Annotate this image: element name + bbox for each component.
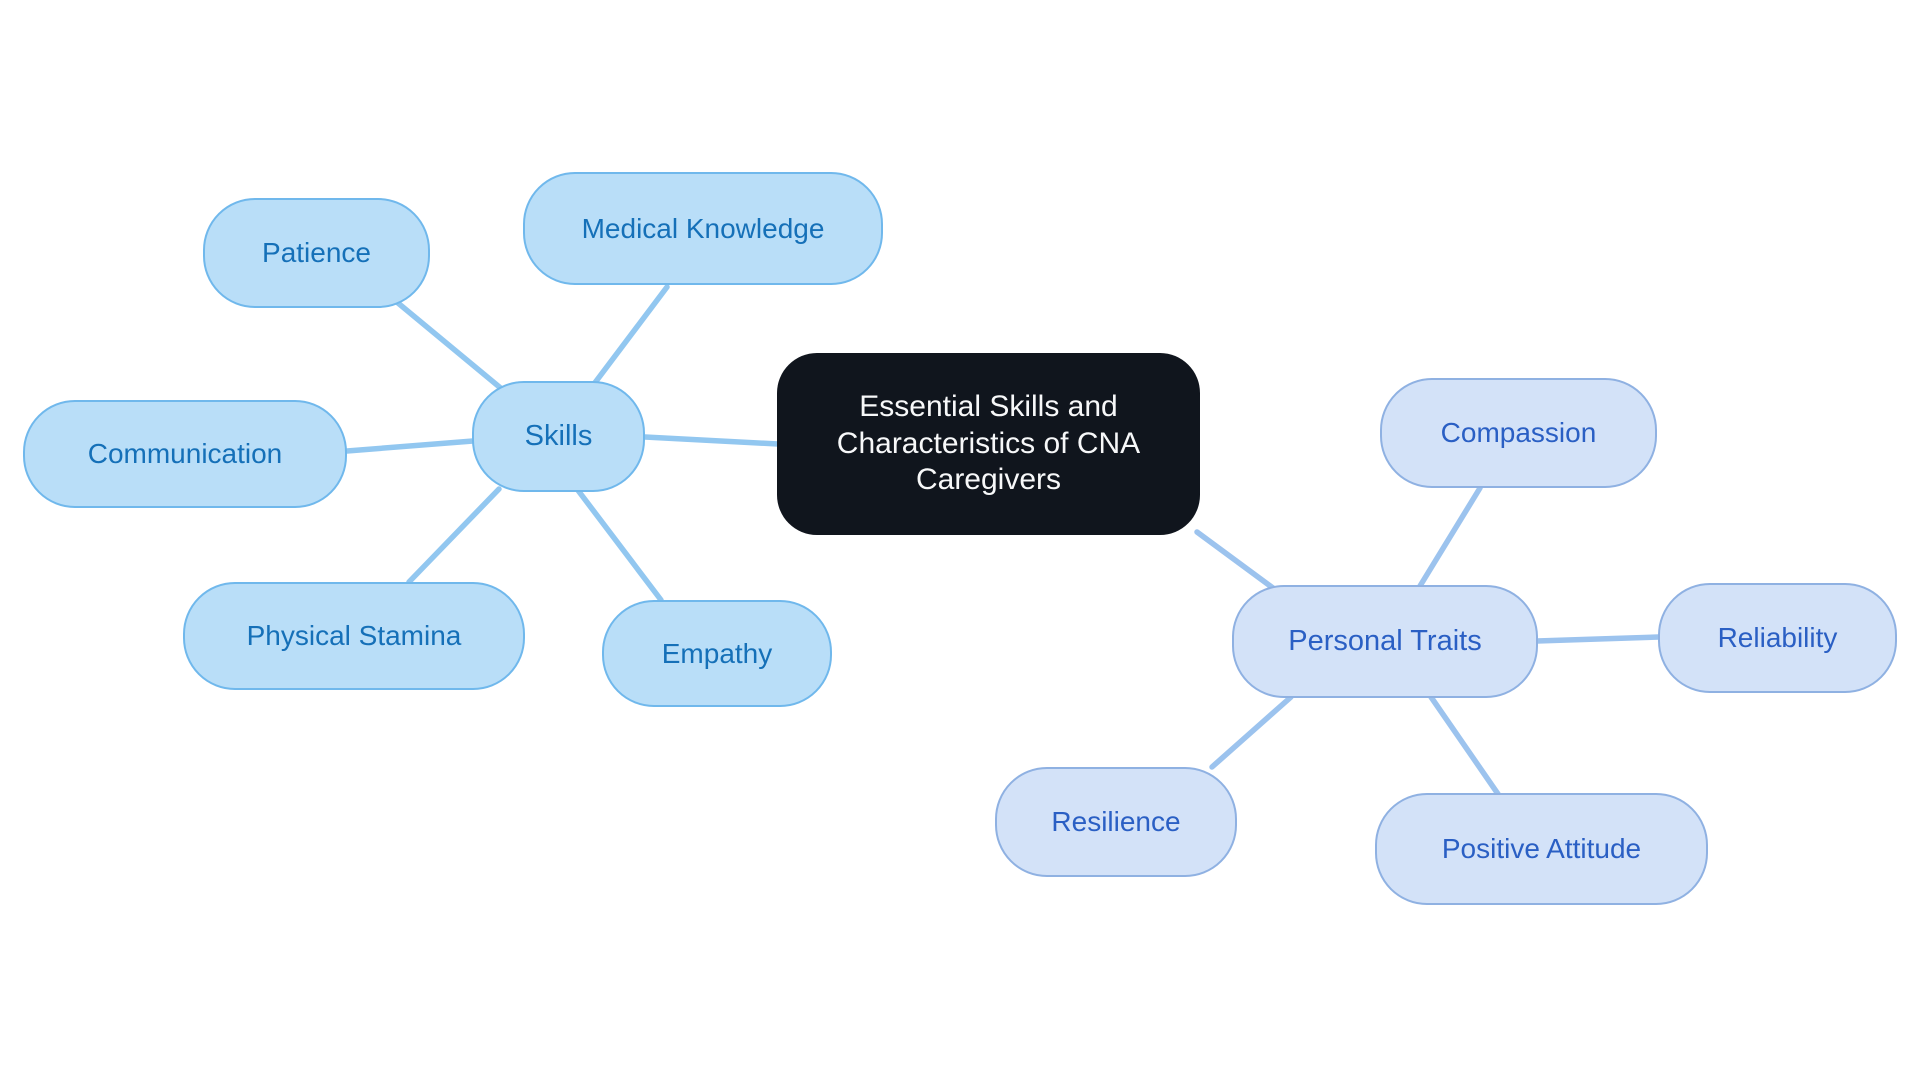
edge-skills-empathy [574, 486, 664, 603]
node-communication[interactable]: Communication [23, 400, 347, 508]
central-topic-label: Essential Skills and Characteristics of … [836, 389, 1141, 497]
patience-label: Patience [262, 237, 371, 268]
positive-attitude-label: Positive Attitude [1441, 833, 1642, 864]
node-empathy[interactable]: Empathy [602, 600, 832, 707]
node-medical-knowledge[interactable]: Medical Knowledge [523, 172, 883, 285]
physical-stamina-label: Physical Stamina [246, 620, 462, 651]
communication-label: Communication [87, 438, 283, 469]
skills-label: Skills [524, 420, 593, 452]
edge-skills-medical-knowledge [591, 284, 670, 387]
node-patience[interactable]: Patience [203, 198, 430, 308]
edge-skills-communication [344, 438, 476, 454]
edge-traits-compassion [1417, 485, 1483, 589]
node-resilience[interactable]: Resilience [995, 767, 1237, 877]
node-personal-traits[interactable]: Personal Traits [1232, 585, 1538, 698]
edge-traits-resilience [1209, 694, 1294, 770]
edge-traits-reliability [1534, 634, 1662, 644]
edge-central-skills [642, 434, 781, 447]
node-physical-stamina[interactable]: Physical Stamina [183, 582, 525, 690]
node-central-topic[interactable]: Essential Skills and Characteristics of … [777, 353, 1200, 535]
compassion-label: Compassion [1440, 417, 1597, 448]
resilience-label: Resilience [1051, 806, 1181, 837]
personal-traits-label: Personal Traits [1288, 625, 1482, 657]
node-positive-attitude[interactable]: Positive Attitude [1375, 793, 1708, 905]
empathy-label: Empathy [661, 637, 773, 669]
node-reliability[interactable]: Reliability [1658, 583, 1897, 693]
edge-skills-physical-stamina [406, 486, 502, 585]
medical-knowledge-label: Medical Knowledge [581, 212, 825, 244]
node-compassion[interactable]: Compassion [1380, 378, 1657, 488]
edge-skills-patience [395, 300, 506, 393]
edge-central-personal-traits [1194, 529, 1276, 591]
node-skills[interactable]: Skills [472, 381, 645, 492]
edge-traits-positive-attitude [1428, 694, 1501, 797]
reliability-label: Reliability [1717, 622, 1838, 653]
